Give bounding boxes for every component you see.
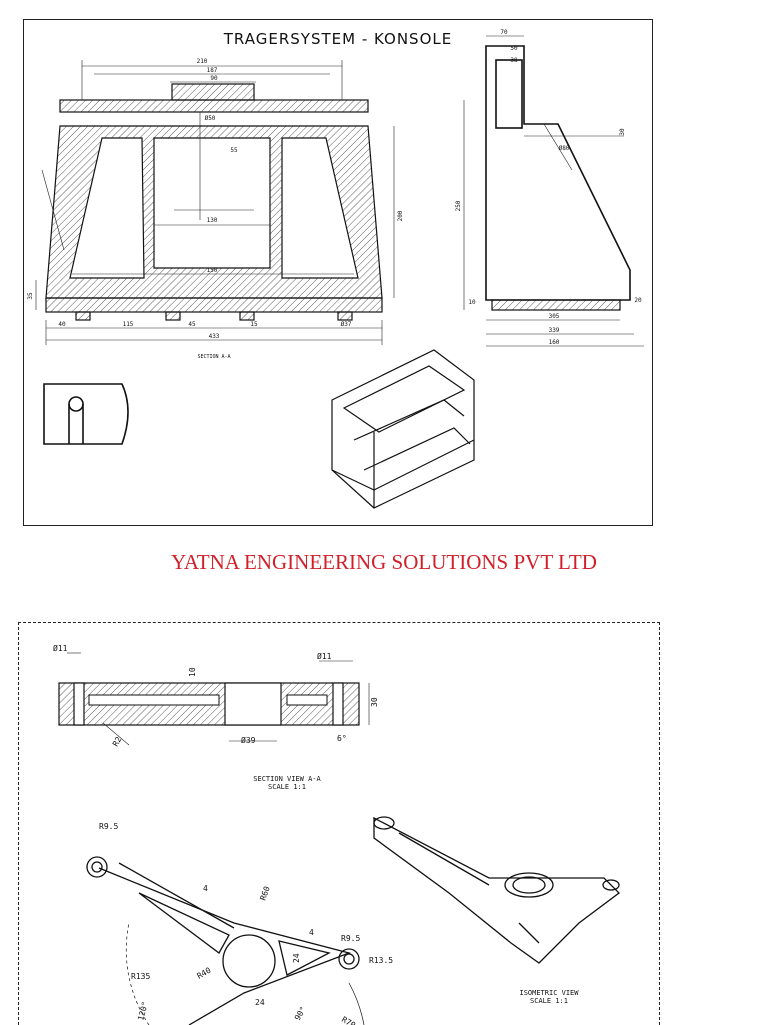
drawing-sheet-bracket: Ø11 Ø11 10 30 Ø39 6° R2 SECTION VIEW A-A… (18, 622, 660, 1025)
dim-210: 210 (197, 58, 208, 65)
top-view-bracket (86, 856, 365, 1025)
dim-r60: R60 (258, 885, 271, 902)
detail-hole (68, 396, 84, 412)
dim-r70: R70 (340, 1015, 357, 1025)
foot-1 (75, 311, 91, 321)
dim-dia-11-left: Ø11 (53, 643, 68, 653)
konsole-drawing: 210 187 90 Ø50 55 130 150 40 115 45 433 … (27, 29, 644, 509)
dim-r9-5-right: R9.5 (341, 934, 360, 943)
dim-30: 30 (370, 697, 379, 707)
dim-r40: R40 (196, 966, 213, 981)
dim-150: 150 (207, 267, 218, 274)
dim-55: 55 (230, 147, 238, 154)
side-dim-38: 38 (510, 57, 518, 64)
isometric-view-label: ISOMETRIC VIEW (519, 989, 579, 997)
side-view: 70 50 38 30 Ø80 250 305 339 160 10 20 (455, 29, 644, 347)
dim-4-left: 4 (203, 884, 208, 893)
dim-45: 45 (188, 321, 196, 328)
detail-view (43, 383, 129, 445)
dim-433: 433 (209, 333, 220, 340)
section-view-label: SECTION VIEW A-A (253, 775, 321, 783)
side-dim-250: 250 (455, 200, 462, 211)
side-dim-160: 160 (549, 339, 560, 346)
window-left (69, 137, 145, 279)
side-base (491, 299, 621, 311)
dim-r2: R2 (111, 735, 124, 748)
dim-115: 115 (123, 321, 134, 328)
dim-dia-39: Ø39 (241, 735, 256, 745)
dim-r13-5: R13.5 (369, 956, 393, 965)
dim-90: 90 (210, 75, 218, 82)
company-name: YATNA ENGINEERING SOLUTIONS PVT LTD (171, 550, 597, 574)
dim-10: 10 (188, 667, 197, 677)
dim-dia-50: Ø50 (205, 115, 216, 122)
base-plate (45, 297, 383, 313)
isometric-view-scale: SCALE 1:1 (530, 997, 568, 1005)
dim-15: 15 (250, 321, 258, 328)
foot-4 (337, 311, 353, 321)
top-boss (171, 83, 255, 101)
side-dim-20: 20 (634, 297, 642, 304)
side-dim-10: 10 (468, 299, 476, 306)
section-label: SECTION A-A (197, 354, 230, 360)
dim-187: 187 (207, 67, 218, 74)
dim-120-deg: 120° (136, 1001, 150, 1022)
dim-r9-5-left: R9.5 (99, 822, 118, 831)
side-dim-50: 50 (510, 45, 518, 52)
dim-24-bottom: 24 (255, 998, 265, 1007)
section-view-scale: SCALE 1:1 (268, 783, 306, 791)
dim-dia-37: Ø37 (341, 321, 352, 328)
side-dim-305: 305 (549, 313, 560, 320)
window-right (281, 137, 359, 279)
top-flange (59, 99, 369, 113)
bracket-drawing: Ø11 Ø11 10 30 Ø39 6° R2 SECTION VIEW A-A… (53, 643, 620, 1025)
drawing-title: TRAGERSYSTEM - KONSOLE (223, 30, 453, 48)
section-view-a-a: Ø11 Ø11 10 30 Ø39 6° R2 SECTION VIEW A-A… (53, 643, 379, 791)
side-dim-30: 30 (619, 128, 626, 136)
dim-35: 35 (27, 292, 34, 300)
window-center (153, 137, 271, 269)
dim-40: 40 (58, 321, 66, 328)
dim-r135: R135 (131, 972, 150, 981)
dim-130: 130 (207, 217, 218, 224)
dim-200: 200 (397, 210, 404, 221)
dim-24-right: 24 (292, 953, 301, 963)
detail-outline (43, 383, 129, 445)
isometric-bracket (373, 816, 620, 964)
dim-4-right: 4 (309, 928, 314, 937)
side-dim-dia-80: Ø80 (559, 145, 570, 152)
side-dim-339: 339 (549, 327, 560, 334)
side-dim-70: 70 (500, 29, 508, 36)
drawing-sheet-konsole: TRAGERSYSTEM - KONSOLE (23, 19, 653, 526)
dim-90-deg: 90° (293, 1005, 308, 1022)
front-section-view: 210 187 90 Ø50 55 130 150 40 115 45 433 … (27, 58, 404, 360)
dim-6-deg: 6° (337, 734, 347, 743)
foot-2 (165, 311, 181, 321)
dim-dia-11-right: Ø11 (317, 651, 332, 661)
side-profile (485, 45, 631, 301)
side-slot (495, 59, 523, 129)
isometric-konsole (331, 349, 475, 509)
foot-3 (239, 311, 255, 321)
